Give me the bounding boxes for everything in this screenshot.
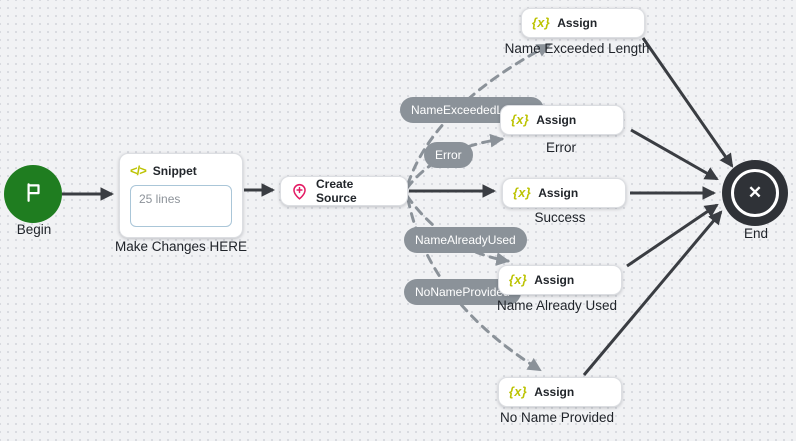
assign-caption-error: Error — [546, 140, 576, 155]
assign-caption-name-exceeded-length: Name Exceeded Length — [504, 41, 650, 56]
variable-braces-icon: {x} — [511, 113, 530, 127]
assign-caption-name-already-used: Name Already Used — [496, 298, 618, 313]
close-glyph: ✕ — [747, 183, 763, 202]
code-icon: </> — [130, 163, 147, 178]
edge-label-error[interactable]: Error — [424, 142, 473, 168]
edge-error-to-end[interactable] — [630, 128, 719, 181]
variable-braces-icon: {x} — [509, 385, 528, 399]
create-source-title: Create Source — [316, 177, 357, 205]
edge-name-exceeded-to-end[interactable] — [641, 37, 734, 168]
assign-title: Assign — [534, 273, 575, 287]
assign-caption-success: Success — [534, 210, 586, 225]
assign-title: Assign — [538, 186, 579, 200]
assign-widget-error[interactable]: {x} Assign — [500, 105, 624, 135]
location-pin-plus-icon — [291, 183, 308, 200]
assign-widget-name-already-used[interactable]: {x} Assign — [498, 265, 622, 295]
snippet-widget[interactable]: </> Snippet 25 lines — [119, 153, 243, 238]
assign-title: Assign — [536, 113, 577, 127]
end-label: End — [743, 226, 769, 241]
assign-title: Assign — [557, 16, 598, 30]
assign-widget-name-exceeded-length[interactable]: {x} Assign — [521, 8, 645, 38]
end-widget[interactable]: ✕ — [722, 160, 788, 226]
edge-no-name-provided-to-end[interactable] — [582, 210, 723, 376]
snippet-caption: Make Changes HERE — [114, 239, 248, 254]
assign-caption-no-name-provided: No Name Provided — [499, 410, 615, 425]
snippet-title: Snippet — [152, 163, 197, 178]
assign-title: Assign — [534, 385, 575, 399]
variable-braces-icon: {x} — [509, 273, 528, 287]
assign-widget-no-name-provided[interactable]: {x} Assign — [498, 377, 622, 407]
variable-braces-icon: {x} — [513, 186, 532, 200]
flag-icon — [22, 181, 44, 208]
begin-label: Begin — [16, 222, 52, 237]
close-icon: ✕ — [731, 169, 779, 217]
snippet-body[interactable]: 25 lines — [130, 185, 232, 227]
edge-name-already-used-to-end[interactable] — [626, 203, 719, 268]
begin-widget[interactable] — [4, 165, 62, 223]
edge-label-name-already-used[interactable]: NameAlreadyUsed — [404, 227, 527, 253]
variable-braces-icon: {x} — [532, 16, 551, 30]
assign-widget-success[interactable]: {x} Assign — [502, 178, 626, 208]
create-source-widget[interactable]: Create Source — [280, 176, 408, 206]
